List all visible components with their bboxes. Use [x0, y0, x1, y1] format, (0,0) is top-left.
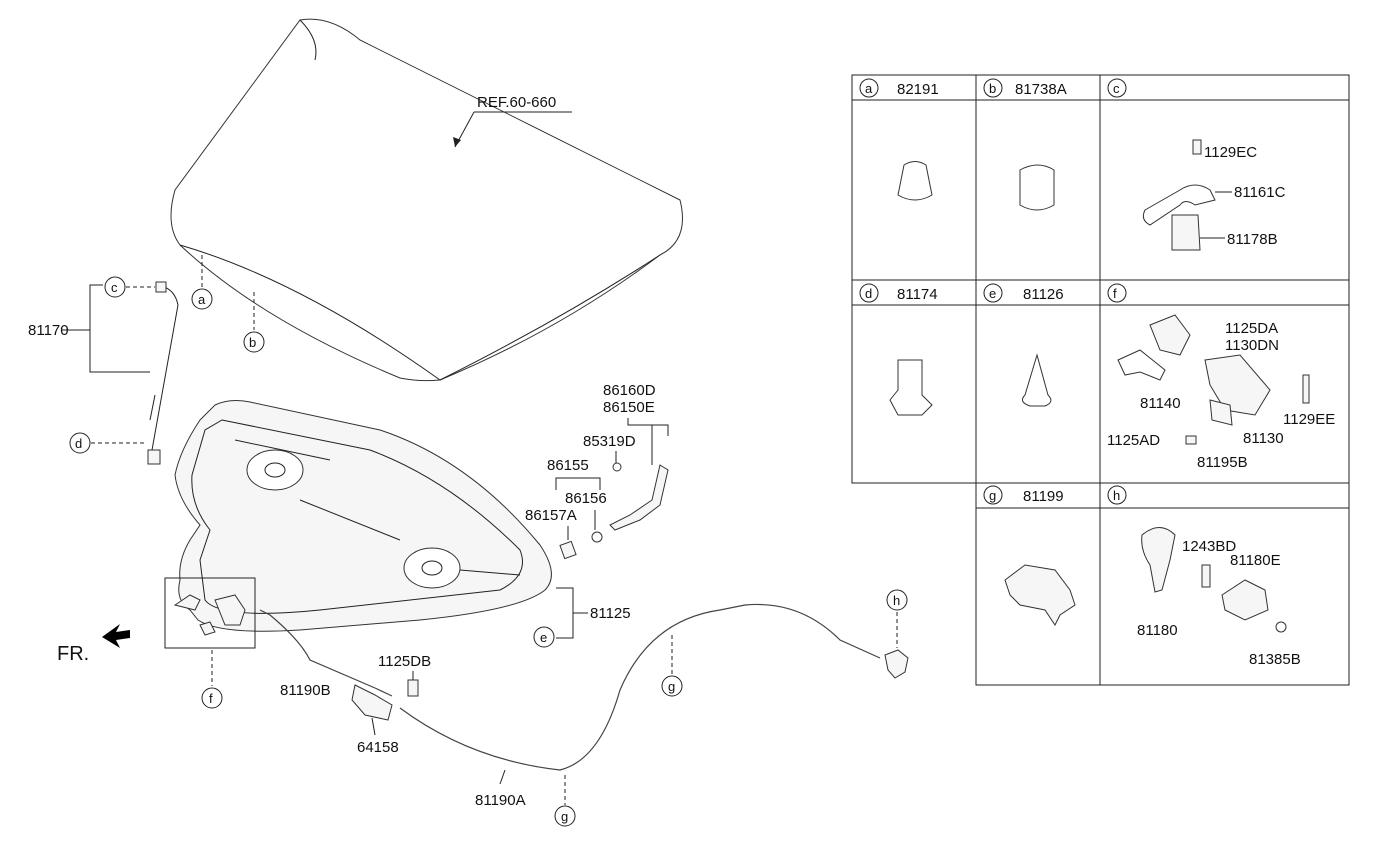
callout-letter: f — [209, 691, 213, 706]
release-cable-81190b — [259, 609, 393, 697]
callout-letter: e — [989, 286, 996, 301]
clip-81174 — [889, 359, 933, 416]
latch-detail-box — [164, 577, 256, 649]
label-64158: 64158 — [357, 739, 399, 756]
part-81126: 81126 — [1023, 286, 1064, 303]
table-cell-h: h 1243BD 81180E 81180 81385B — [1107, 485, 1301, 668]
callout-g-bottom: g — [554, 805, 576, 827]
hood-panel — [170, 18, 683, 382]
label-86160D: 86160D — [603, 382, 656, 399]
callout-letter: f — [1113, 286, 1117, 301]
label-85319D: 85319D — [583, 433, 636, 450]
callout-d-rod: d — [69, 432, 91, 454]
bumper-81738a — [1019, 164, 1055, 211]
callout-letter: g — [561, 809, 568, 824]
label-1243BD: 1243BD — [1182, 538, 1236, 555]
label-81161C: 81161C — [1234, 184, 1286, 201]
label-81195B: 81195B — [1197, 454, 1248, 471]
callout-letter: a — [865, 81, 873, 96]
label-81190A: 81190A — [475, 792, 526, 809]
front-label: FR. — [57, 643, 89, 665]
callout-g-mid: g — [661, 675, 683, 697]
callout-letter: a — [198, 292, 206, 307]
table-cell-f: f 1125DA 1130DN 81140 1129EE 81130 1125A… — [1107, 283, 1335, 471]
callout-letter: c — [111, 280, 118, 295]
label-1125DB: 1125DB — [378, 653, 431, 670]
hood-stay-rod — [147, 281, 179, 465]
latch-detail — [173, 594, 246, 636]
label-81180: 81180 — [1137, 622, 1178, 639]
callout-letter: d — [865, 286, 872, 301]
label-86155: 86155 — [547, 457, 589, 474]
label-1129EC: 1129EC — [1204, 144, 1257, 161]
label-1125AD: 1125AD — [1107, 432, 1160, 449]
part-82191: 82191 — [897, 81, 939, 98]
label-1129EE: 1129EE — [1283, 411, 1335, 428]
callout-e-pad: e — [533, 626, 555, 648]
label-86156: 86156 — [565, 490, 607, 507]
part-81199: 81199 — [1023, 488, 1064, 505]
table-cell-c: c 1129EC 81161C 81178B — [1107, 78, 1286, 251]
part-81738A: 81738A — [1015, 81, 1067, 98]
label-81170: 81170 — [28, 322, 69, 339]
callout-letter: c — [1113, 81, 1120, 96]
table-cell-a: a 82191 — [859, 78, 939, 201]
label-81178B: 81178B — [1227, 231, 1278, 248]
label-81130: 81130 — [1243, 430, 1284, 447]
release-handle-81180 — [1141, 527, 1176, 593]
clip-81126 — [1021, 353, 1052, 407]
hood-insulator-pad — [174, 400, 552, 632]
label-81180E: 81180E — [1230, 552, 1281, 569]
label-86157A: 86157A — [525, 507, 577, 524]
table-cell-d: d 81174 — [859, 283, 938, 416]
callout-letter: h — [1113, 488, 1120, 503]
latch-81199 — [1004, 564, 1076, 626]
label-81385B: 81385B — [1249, 651, 1301, 668]
seal-bracket — [609, 462, 669, 531]
parts-table — [851, 74, 1350, 686]
handle-base-81180e — [1221, 579, 1269, 621]
release-cable-81190a — [399, 603, 881, 771]
callout-letter: d — [75, 436, 82, 451]
front-arrow-icon — [102, 624, 130, 648]
label-1125DA: 1125DA — [1225, 320, 1278, 337]
callout-letter: h — [893, 593, 900, 608]
callout-letter: g — [989, 488, 996, 503]
bumper-82191 — [897, 161, 933, 201]
callout-a-hood: a — [191, 288, 213, 310]
release-handle — [884, 649, 909, 679]
ref-label: REF.60-660 — [477, 94, 556, 111]
callout-letter: g — [668, 679, 675, 694]
table-cell-g: g 81199 — [983, 485, 1076, 626]
callout-f-latch: f — [201, 687, 223, 709]
callout-h-main: h — [886, 589, 908, 611]
part-81174: 81174 — [897, 286, 938, 303]
callout-c-rod: c — [104, 276, 126, 298]
label-81140: 81140 — [1140, 395, 1181, 412]
label-81190B: 81190B — [280, 682, 331, 699]
label-81125: 81125 — [590, 605, 631, 622]
cable-bracket-64158 — [351, 684, 393, 721]
callout-b-hood: b — [243, 331, 265, 353]
callout-letter: b — [989, 81, 996, 96]
bolt-1125db — [407, 679, 419, 697]
callout-letter: b — [249, 335, 256, 350]
callout-letter: e — [540, 630, 547, 645]
label-86150E: 86150E — [603, 399, 655, 416]
table-cell-b: b 81738A — [983, 78, 1067, 211]
table-cell-e: e 81126 — [983, 283, 1064, 407]
label-1130DN: 1130DN — [1225, 337, 1279, 354]
